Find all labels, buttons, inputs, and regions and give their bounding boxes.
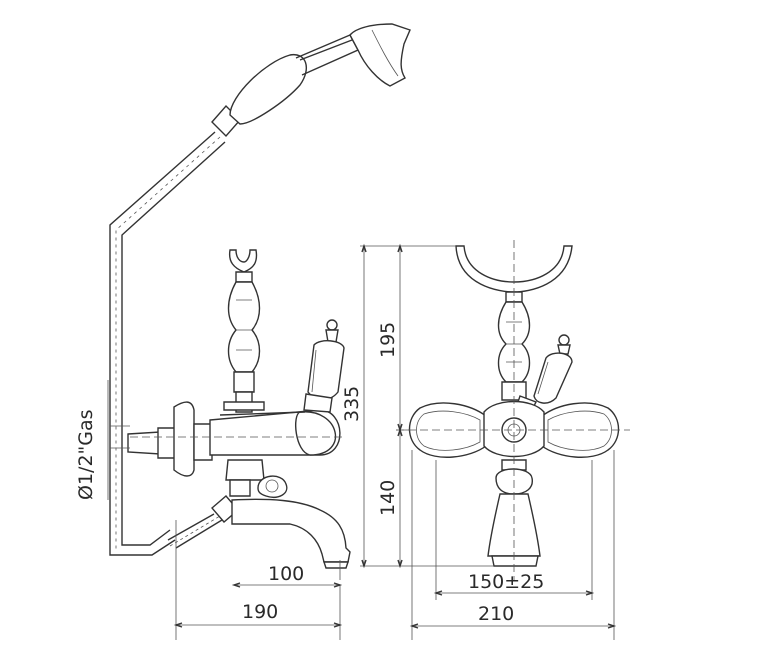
valve-body <box>209 409 341 456</box>
front-valve-body <box>483 400 545 458</box>
side-dimension-lines <box>107 380 343 640</box>
upper-height-label: 195 <box>377 322 399 358</box>
front-view: 335 195 140 150±25 210 <box>341 240 630 640</box>
hand-shower <box>211 23 411 138</box>
spout-reach-label: 100 <box>268 563 304 585</box>
side-view: Ø1/2"Gas 100 190 <box>75 23 411 640</box>
hose-nut <box>167 495 239 549</box>
front-vertical-dimensions <box>360 243 494 569</box>
lever-handle <box>303 319 345 413</box>
front-spout <box>487 459 541 567</box>
side-depth-label: 190 <box>242 601 278 623</box>
pipe-thread-label: Ø1/2"Gas <box>75 409 97 500</box>
diverter <box>225 459 288 498</box>
bath-spout <box>231 498 351 569</box>
front-width-label: 210 <box>478 603 514 625</box>
shower-column <box>223 249 265 413</box>
wall-connection <box>127 401 213 477</box>
lower-height-label: 140 <box>377 480 399 516</box>
total-height-label: 335 <box>341 386 363 422</box>
front-horizontal-dimensions <box>409 450 617 640</box>
center-distance-label: 150±25 <box>468 571 544 593</box>
front-shower-holder <box>455 245 573 303</box>
shower-hose <box>109 131 226 556</box>
